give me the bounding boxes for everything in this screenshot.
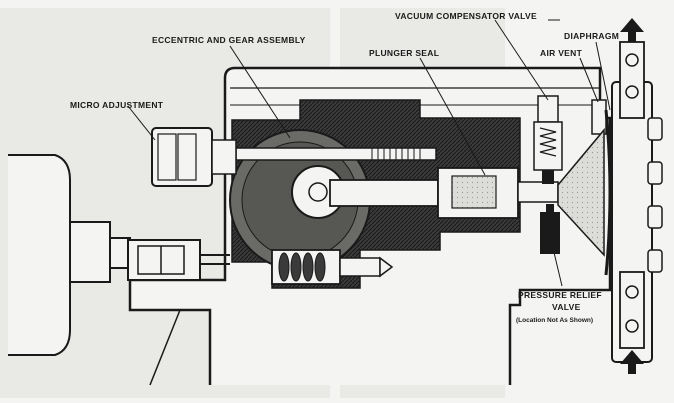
- adjustment-thread: [371, 148, 421, 160]
- air-vent: [591, 99, 607, 135]
- label-vacuum-compensator-valve: VACUUM COMPENSATOR VALVE: [395, 11, 537, 21]
- leader-eccentric: [229, 45, 291, 139]
- discharge-check-ball-1: [625, 53, 639, 67]
- suction-check-ball-1: [625, 285, 639, 299]
- label-plunger-seal: PLUNGER SEAL: [369, 48, 440, 58]
- pump-head-cavity: [557, 127, 605, 257]
- label-pressure-relief-line1: PRESSURE RELIEF: [518, 290, 602, 300]
- base-stand-line: [149, 309, 181, 386]
- label-pressure-relief-line2: VALVE: [552, 302, 581, 312]
- plunger-rod: [517, 181, 559, 203]
- adjustment-shaft: [235, 147, 437, 161]
- knob-collar: [211, 139, 237, 175]
- pressure-relief-valve: [540, 212, 560, 254]
- cam-hub: [308, 182, 328, 202]
- suction-arrow-shaft: [628, 364, 636, 374]
- discharge-arrow-shaft: [628, 32, 636, 42]
- vacuum-valve-spring: [539, 127, 557, 157]
- leader-micro: [127, 105, 156, 141]
- label-eccentric-gear-assembly: ECCENTRIC AND GEAR ASSEMBLY: [152, 35, 306, 45]
- knob-grip-mid: [177, 133, 197, 181]
- plunger-seal-area: [451, 175, 497, 209]
- label-pressure-relief-note: (Location Not As Shown): [516, 317, 594, 324]
- suction-arrow-icon: [620, 350, 644, 364]
- leader-vacuum: [494, 19, 549, 101]
- worm-shaft: [339, 257, 381, 277]
- discharge-check-ball-2: [625, 85, 639, 99]
- motor-flange: [69, 221, 111, 283]
- worm-gear: [278, 252, 326, 282]
- leader-air-vent: [579, 57, 599, 103]
- leader-lines: [127, 19, 611, 287]
- connecting-rod: [329, 179, 439, 207]
- motor-body: [8, 154, 71, 356]
- label-micro-adjustment: MICRO ADJUSTMENT: [70, 100, 164, 110]
- knob-grip-left: [157, 133, 177, 181]
- diaphragm: [604, 109, 612, 276]
- leader-pressure-relief: [551, 243, 563, 287]
- suction-valve-stack: [619, 271, 645, 349]
- suction-check-ball-2: [625, 319, 639, 333]
- manifold-ribs: [647, 117, 663, 273]
- worm-shaft-tip: [379, 256, 394, 278]
- leader-diaphragm: [595, 41, 611, 111]
- discharge-arrow-icon: [620, 18, 644, 32]
- label-air-vent: AIR VENT: [540, 48, 583, 58]
- vacuum-valve-seat: [542, 170, 554, 184]
- pressure-relief-stem: [546, 204, 554, 214]
- leader-plunger-seal: [419, 57, 486, 176]
- label-diaphragm: DIAPHRAGM: [564, 31, 620, 41]
